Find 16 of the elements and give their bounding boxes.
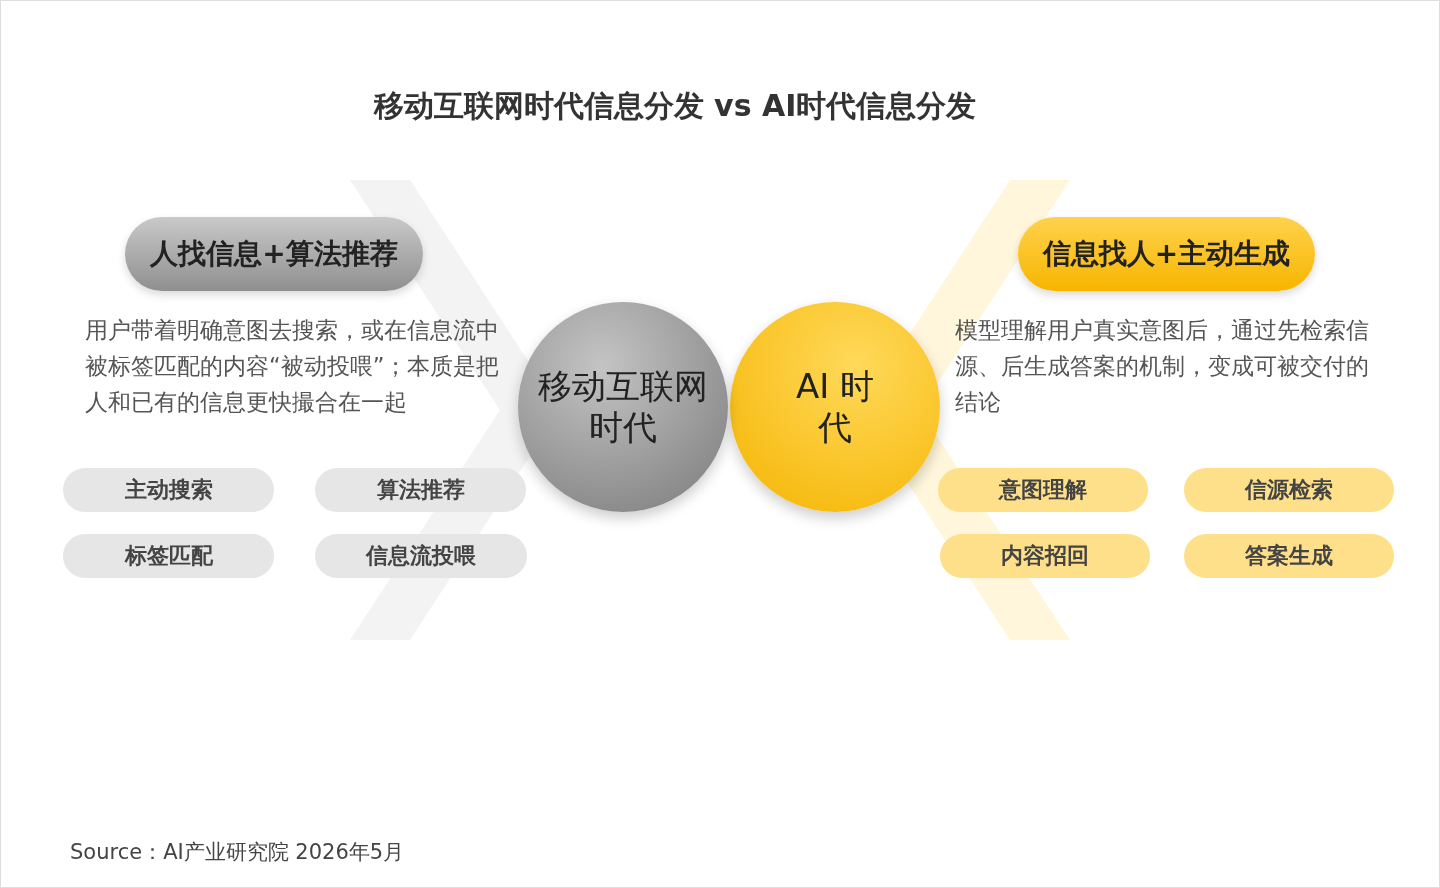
keyword-pill: 意图理解 <box>938 468 1148 512</box>
era-circle: AI 时代 <box>730 302 940 512</box>
keyword-pill: 内容招回 <box>940 534 1150 578</box>
keyword-pill: 答案生成 <box>1184 534 1394 578</box>
description-text: 模型理解用户真实意图后，通过先检索信源、后生成答案的机制，变成可被交付的结论 <box>955 316 1370 417</box>
heading-pill: 信息找人+主动生成 <box>1018 217 1315 291</box>
keyword-pill: 主动搜索 <box>63 468 274 512</box>
keyword-pill: 信息流投喂 <box>315 534 527 578</box>
source-note: Source：AI产业研究院 2026年5月 <box>70 839 405 866</box>
keyword-pill: 信源检索 <box>1184 468 1394 512</box>
heading-pill: 人找信息+算法推荐 <box>125 217 423 291</box>
description-text: 用户带着明确意图去搜索，或在信息流中被标签匹配的内容“被动投喂”；本质是把人和已有的信息更快撮合在一起 <box>85 316 501 417</box>
title: 移动互联网时代信息分发 vs AI时代信息分发 <box>372 87 978 125</box>
keyword-pill: 算法推荐 <box>315 468 526 512</box>
keyword-pill: 标签匹配 <box>63 534 274 578</box>
era-circle: 移动互联网时代 <box>518 302 728 512</box>
